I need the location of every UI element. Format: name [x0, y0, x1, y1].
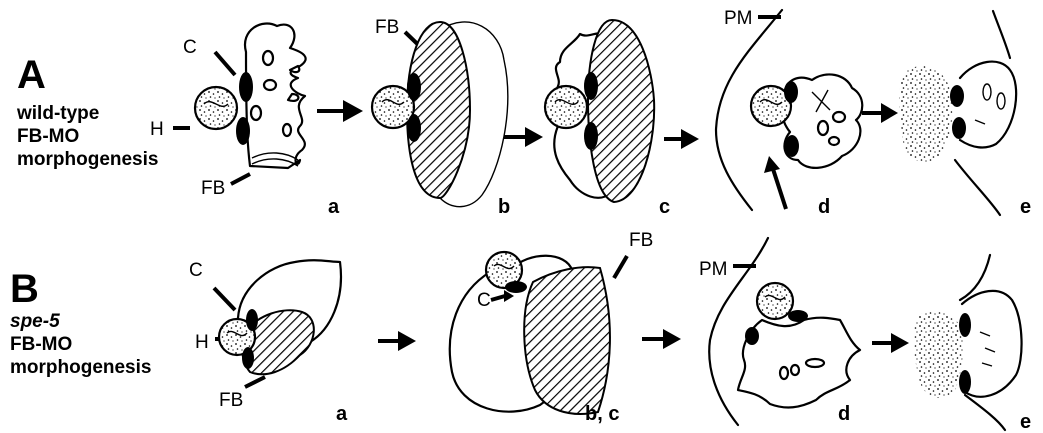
fibrous-body — [524, 267, 610, 414]
panel-b-stage-a-drawing: C H FB a — [189, 260, 348, 425]
callout-fb: FB — [201, 178, 225, 199]
flow-arrow — [664, 129, 699, 149]
membrane-blob — [407, 73, 421, 101]
flow-arrow — [642, 329, 681, 349]
panel-a-letter: A — [17, 53, 46, 97]
fibrous-body — [588, 20, 654, 202]
panel-b-stage-e-drawing: e — [914, 255, 1032, 433]
callout-c-line — [214, 288, 235, 310]
nucleus — [545, 86, 587, 128]
fb-contents-released — [914, 311, 963, 398]
step-label: e — [1020, 196, 1031, 218]
callout-fb: FB — [629, 230, 653, 251]
membrane-blob — [407, 114, 421, 142]
panel-b-caption-line-2: FB-MO — [10, 334, 72, 355]
panel-b-caption-line-3: morphogenesis — [10, 357, 151, 378]
membrane-blob — [785, 135, 799, 157]
step-label: a — [336, 403, 348, 425]
panel-a-stage-d-drawing: PM d — [716, 8, 862, 218]
step-label: b, c — [585, 403, 619, 425]
membrane-blob — [959, 370, 971, 394]
callout-fb: FB — [219, 390, 243, 411]
panel-b: B spe-5 FB-MO morphogenesis C H FB a — [10, 230, 1031, 433]
callout-c-line — [215, 52, 235, 75]
panel-b-letter: B — [10, 267, 39, 311]
membrane-blob — [505, 281, 527, 293]
membrane-blob — [246, 309, 258, 331]
fb-contents-released — [899, 66, 952, 162]
nucleus — [195, 87, 237, 129]
membrane-blob — [239, 72, 253, 102]
panel-a-caption-line-1: wild-type — [16, 103, 99, 124]
panel-a-caption-line-2: FB-MO — [17, 126, 79, 147]
membrane-blob — [584, 122, 598, 150]
callout-pm: PM — [699, 259, 728, 280]
fusion-arrow — [773, 169, 786, 209]
panel-b-stage-d-drawing: PM d — [699, 238, 860, 425]
callout-h: H — [195, 332, 209, 353]
panel-a: A wild-type FB-MO morphogenesis C H FB a — [16, 8, 1031, 218]
membrane-blob — [584, 72, 598, 100]
step-label: c — [659, 196, 670, 218]
membrane-blob — [242, 347, 254, 369]
membrane-blob — [959, 313, 971, 337]
step-label: d — [818, 196, 830, 218]
step-label: d — [838, 403, 850, 425]
flow-arrow — [378, 331, 416, 351]
callout-fb-line — [231, 174, 250, 184]
panel-a-stage-e-drawing: e — [899, 11, 1031, 218]
membrane-blob — [950, 85, 964, 107]
flow-arrow — [862, 103, 898, 123]
panel-a-caption-line-3: morphogenesis — [17, 149, 158, 170]
panel-b-stage-bc-drawing: C FB b, c — [450, 230, 653, 425]
callout-fb-line — [245, 377, 265, 387]
membrane-blob — [788, 310, 808, 322]
step-label: a — [328, 196, 340, 218]
callout-fb-line — [614, 256, 627, 278]
step-label: e — [1020, 411, 1031, 433]
flow-arrow — [317, 100, 363, 122]
membrane-blob — [784, 81, 798, 103]
panel-a-stage-b-drawing: FB b — [372, 17, 510, 218]
membrane-blob — [745, 327, 759, 345]
callout-pm: PM — [724, 8, 753, 29]
flow-arrow — [872, 333, 909, 353]
nucleus — [757, 283, 793, 319]
callout-fb: FB — [375, 17, 399, 38]
step-label: b — [498, 196, 510, 218]
flow-arrow — [504, 127, 543, 147]
fibrous-body — [407, 22, 470, 198]
membrane-blob — [236, 117, 250, 145]
callout-h: H — [150, 119, 164, 140]
callout-c: C — [183, 37, 197, 58]
panel-a-stage-a-drawing: C H FB a — [150, 24, 340, 218]
panel-b-caption-line-1: spe-5 — [10, 311, 60, 332]
callout-c: C — [477, 290, 491, 311]
panel-a-stage-c-drawing: c — [545, 20, 670, 218]
callout-c: C — [189, 260, 203, 281]
membrane-blob — [952, 117, 966, 139]
